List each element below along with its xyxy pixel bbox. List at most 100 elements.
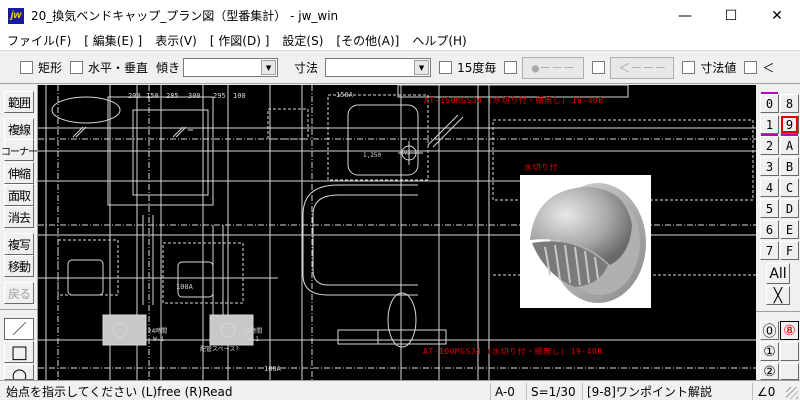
svg-text:100A: 100A [176,283,194,291]
menu-file[interactable]: ファイル(F) [7,34,72,48]
svg-text:300: 300 [188,92,201,100]
cross-icon: ╳ [773,287,783,304]
close-button[interactable]: ✕ [754,0,800,31]
tilt-option: 傾き ▼ [156,58,279,77]
hv-label: 水平・垂直 [88,61,149,75]
layer-f-button[interactable]: F [780,241,799,260]
svg-text:295: 295 [213,92,226,100]
dimval-label: 寸法値 [700,61,737,75]
layer-1-button[interactable]: 1 [760,115,779,134]
rectangle-tool-button[interactable]: □ [4,341,34,363]
menu-draw[interactable]: [ 作図(D) ] [209,34,270,48]
erase-tool-button[interactable]: 消去 [4,206,34,228]
corner-tool-button[interactable]: コーナー [1,139,38,161]
jw-app-icon: jw [8,7,24,24]
parallel-line-tool-button[interactable]: 複線 [4,118,34,140]
layer-clear-button[interactable]: ╳ [766,286,790,305]
status-scale[interactable]: S=1/30 [526,383,582,400]
layer-group-0-button[interactable]: ⓪ [760,321,779,340]
layer-group-a-button[interactable] [780,363,799,380]
dot-line-checkbox[interactable] [504,61,518,74]
hv-option[interactable]: 水平・垂直 [70,59,148,76]
close-icon: ✕ [771,7,783,24]
menu-view[interactable]: 表示(V) [155,34,197,48]
svg-text:285: 285 [166,92,179,100]
menu-settings[interactable]: 設定(S) [282,34,324,48]
dimval-option[interactable]: 寸法値 [682,59,736,76]
dim-dropdown-arrow-icon[interactable]: ▼ [414,60,430,75]
layer-panel: 0 8 1 9 2 A 3 B 4 C 5 D 6 E 7 F All ╳ ⓪ … [756,85,800,380]
deg15-checkbox[interactable] [439,61,453,74]
layer-c-button[interactable]: C [780,178,799,197]
deg15-label: 15度毎 [457,61,497,75]
layer-3-button[interactable]: 3 [760,157,779,176]
layer-4-button[interactable]: 4 [760,178,779,197]
layer-e-button[interactable]: E [780,220,799,239]
dim-label: 寸法 [294,61,319,75]
status-layer[interactable]: A-0 [490,383,526,400]
vent-hood-photo[interactable] [520,175,651,308]
dot-line-button[interactable]: ●－－－ [522,56,585,79]
menu-help[interactable]: ヘルプ(H) [412,34,467,48]
chamfer-tool-button[interactable]: 面取 [4,184,34,206]
move-tool-button[interactable]: 移動 [4,255,34,277]
layer-9-button-active[interactable]: 9 [780,115,799,134]
deg15-option[interactable]: 15度毎 [439,59,496,76]
status-angle[interactable]: ∠0 [752,383,784,400]
layer-7-button[interactable]: 7 [760,241,779,260]
svg-text:150: 150 [146,92,159,100]
layer-group-1-button[interactable]: ① [760,342,779,361]
layer-b-button[interactable]: B [780,157,799,176]
dimval-checkbox[interactable] [682,61,696,74]
arrow-line-button[interactable]: ＜－－－ [610,56,675,79]
minimize-button[interactable]: — [662,0,708,31]
menu-other[interactable]: [その他(A)] [336,34,400,48]
left-tool-palette: 範囲 複線 コーナー 伸縮 面取 消去 複写 移動 戻る ／ □ ○ [0,85,38,380]
maximize-button[interactable]: ☐ [708,0,754,31]
drawing-canvas[interactable]: 200 150 285 300 295 100 150A 100A 100A 2… [38,85,756,380]
svg-text:100A: 100A [264,365,282,373]
vent-cap-image-icon [530,183,646,303]
horizontal-vertical-checkbox[interactable] [70,61,84,74]
tilt-combo[interactable]: ▼ [183,58,279,77]
layer-5-button[interactable]: 5 [760,199,779,218]
svg-text:24時間: 24時間 [243,327,262,335]
rect-checkbox[interactable] [20,61,33,74]
svg-text:100: 100 [233,92,246,100]
layer-d-button[interactable]: D [780,199,799,218]
dim-option: 寸法 ▼ [294,58,432,77]
menu-edit[interactable]: [ 編集(E) ] [84,34,143,48]
layer-group-2-button[interactable]: ② [760,363,779,380]
svg-text:W-1: W-1 [248,336,259,343]
circle-tool-button[interactable]: ○ [4,364,34,380]
tilt-dropdown-arrow-icon[interactable]: ▼ [261,60,277,75]
copy-tool-button[interactable]: 複写 [4,233,34,255]
extend-tool-button[interactable]: 伸縮 [4,162,34,184]
dim-combo[interactable]: ▼ [325,58,432,77]
arrow-line-checkbox[interactable] [592,61,606,74]
rect-option[interactable]: 矩形 [20,59,62,76]
lt-option[interactable]: ＜ [744,59,774,76]
lt-label: ＜ [762,61,775,75]
annotation-mizukiri: 水切り付 [524,163,558,172]
layer-group-8-button-active[interactable]: ⑧ [780,321,799,340]
resize-grip-icon[interactable] [786,387,798,399]
title-bar: jw 20_換気ベンドキャップ_プラン図（型番集計） - jw_win — ☐ … [0,0,800,31]
lt-checkbox[interactable] [744,61,758,74]
window-title: 20_換気ベンドキャップ_プラン図（型番集計） - jw_win [31,9,339,23]
range-tool-button[interactable]: 範囲 [4,91,34,113]
rectangle-icon: □ [10,341,28,363]
palette-divider [0,309,38,310]
circle-icon: ○ [11,365,28,380]
layer-group-9-button[interactable] [780,342,799,361]
undo-button[interactable]: 戻る [4,282,34,304]
layer-6-button[interactable]: 6 [760,220,779,239]
layer-2-button[interactable]: 2 [760,134,779,155]
layer-a-button[interactable]: A [780,134,799,155]
status-tip[interactable]: [9-8]ワンポイント解説 [582,383,752,400]
layer-8-button[interactable]: 8 [780,94,799,113]
line-tool-button[interactable]: ／ [4,318,34,340]
dot-line-option: ●－－－ [504,56,585,79]
layer-0-button[interactable]: 0 [760,92,779,113]
all-layers-button[interactable]: All [766,263,790,284]
